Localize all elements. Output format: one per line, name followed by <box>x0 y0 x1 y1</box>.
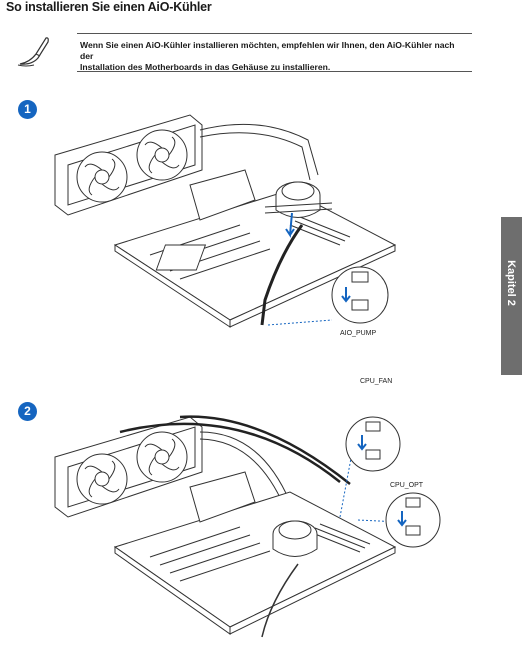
fan-cables-2 <box>119 415 351 485</box>
tubes-1 <box>199 123 319 181</box>
pump-2 <box>272 520 318 557</box>
step-1-badge: 1 <box>18 100 37 119</box>
cpu-fan-label: CPU_FAN <box>360 378 392 385</box>
note-rule-bottom <box>77 71 472 72</box>
pump-1 <box>264 181 333 218</box>
motherboard-2 <box>113 471 397 635</box>
chapter-tab-label: Kapitel 2 <box>505 260 517 306</box>
note-line-1: Wenn Sie einen AiO-Kühler installieren m… <box>80 40 455 61</box>
chapter-tab: Kapitel 2 <box>501 217 522 375</box>
cpu-opt-label: CPU_OPT <box>390 482 424 489</box>
zoom-callout-1 <box>331 266 389 324</box>
radiator-2 <box>54 416 203 518</box>
note-line-2: Installation des Motherboards in das Geh… <box>80 62 331 72</box>
install-arrow-1 <box>285 212 295 238</box>
step-2-badge: 2 <box>18 402 37 421</box>
note-text: Wenn Sie einen AiO-Kühler installieren m… <box>80 40 470 73</box>
pump-cable-2 <box>261 563 299 638</box>
zoom-callout-cpu-opt <box>385 492 441 548</box>
motherboard-1 <box>113 169 397 328</box>
pump-cable-1 <box>260 224 304 326</box>
radiator-1 <box>54 114 203 216</box>
pencil-icon <box>17 37 49 67</box>
page-title: So installieren Sie einen AiO-Kühler <box>6 0 212 14</box>
step-1-illustration: AIO_PUMP <box>54 114 397 337</box>
aio-pump-label: AIO_PUMP <box>340 330 377 337</box>
note-rule-top <box>77 33 472 34</box>
zoom-callout-cpu-fan <box>345 416 401 472</box>
step-2-illustration: CPU_FAN CPU_OPT <box>54 378 441 638</box>
